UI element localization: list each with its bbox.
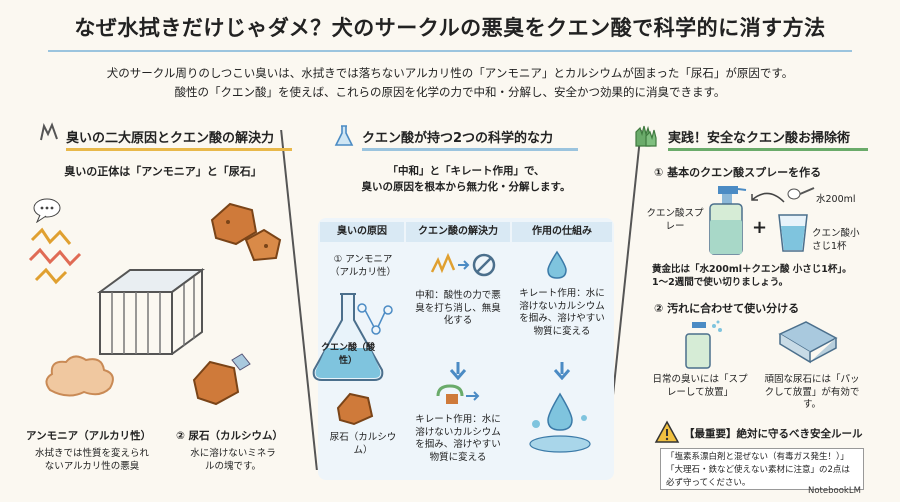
table-header-solution: クエン酸の解決力: [406, 222, 510, 242]
row1-mechanism: キレート作用：水に溶けないカルシウムを掴み、溶けやすい物質に変える: [519, 288, 605, 337]
water-splash-icon: [529, 392, 591, 453]
step2-title: ② 汚れに合わせて使い分ける: [654, 302, 800, 315]
ammonia-cloud-icon: [45, 355, 114, 397]
col1-lead: 臭いの正体は「アンモニア」と「尿石」: [64, 165, 262, 178]
citric-acid-flask-icon: [312, 293, 384, 381]
arrow-down-icon-2: [553, 362, 571, 380]
neutralize-icon: [430, 252, 496, 277]
col2-lead-2: 臭いの原因を根本から無力化・分解します。: [361, 181, 571, 193]
ammonia-desc: 水拭きでは性質を変えられないアルカリ性の悪臭: [34, 448, 149, 472]
pack-sheet-icon: [778, 321, 838, 364]
water-drop-icon: [547, 250, 567, 279]
intro-text: 犬のサークル周りのしつこい臭いは、水拭きでは落ちないアルカリ性の「アンモニア」と…: [40, 64, 860, 102]
spray-label: クエン酸スプレー: [646, 208, 704, 232]
urine-stone-icon: [210, 202, 282, 262]
step1-title: ① 基本のクエン酸スプレーを作る: [654, 166, 822, 179]
page-title: なぜ水拭きだけじゃダメ？犬のサークルの悪臭をクエン酸で科学的に消す方法: [74, 16, 826, 40]
flask-label: クエン酸（酸性）: [320, 343, 375, 366]
row2-solution: キレート作用：水に溶けないカルシウムを掴み、溶けやすい物質に変える: [415, 414, 501, 463]
stubborn-text: 頑固な尿石には「パックして放置」が有効です。: [764, 374, 860, 410]
molecule-icon: [357, 303, 393, 335]
measuring-spoon-icon: [787, 187, 815, 200]
daily-text: 日常の臭いには「スプレーして放置」: [652, 374, 748, 398]
col3-title: 実践！安全なクエン酸お掃除術: [668, 131, 851, 146]
row2-cause: 尿石（カルシウム）: [329, 432, 397, 456]
urine-stone-small-icon: [192, 353, 251, 406]
rule-title: 【最重要】絶対に守るべき安全ルール: [684, 428, 863, 440]
warning-icon: [654, 420, 680, 443]
rule-box: 「塩素系漂白剤と混ぜない（有毒ガス発生！）」「大理石・鉄など使えない素材に注意」…: [660, 448, 864, 490]
col2-lead-1: 「中和」と「キレート作用」で、: [387, 165, 545, 177]
intro-line-2: 酸性の「クエン酸」を使えば、これらの原因を化学の力で中和・分解し、安全かつ効果的…: [174, 85, 726, 99]
stone-row2-icon: [336, 392, 374, 426]
arrow-down-icon: [449, 362, 467, 380]
ammonia-title: アンモニア（アルカリ性）: [26, 430, 152, 442]
row1-solution: 中和：酸性の力で悪臭を打ち消し、無臭化する: [415, 290, 501, 326]
odor-zigzag-icon: [28, 227, 82, 285]
col3-rule: [668, 148, 868, 151]
stone-desc: 水に溶けないミネラルの塊です。: [190, 448, 276, 472]
water-label: 水200ml: [816, 194, 856, 205]
acid-label: クエン酸小さじ1杯: [812, 228, 860, 252]
col2-title: クエン酸が持つ2つの科学的な力: [362, 131, 554, 146]
ratio-text: 黄金比は「水200ml＋クエン酸 小さじ1杯」。1〜2週間で使い切りましょう。: [652, 264, 852, 288]
chelate-icon: [436, 384, 480, 404]
flow-arrow-icon: [751, 192, 785, 203]
gloves-icon: [635, 125, 657, 147]
spray-bottle-icon: [709, 186, 747, 255]
title-rule: [48, 50, 852, 52]
col1-title: 臭いの二大原因とクエン酸の解決力: [66, 131, 275, 146]
dog-cage-icon: [96, 268, 206, 355]
notebooklm-logo: NotebookLM: [808, 486, 861, 496]
stone-title: ② 尿石（カルシウム）: [176, 430, 284, 442]
row1-cause: ① アンモニア（アルカリ性）: [329, 254, 397, 278]
flask-icon: [334, 125, 354, 146]
table-header-cause: 臭いの原因: [320, 222, 404, 242]
col2-rule: [362, 148, 578, 151]
speech-bubble-icon: [33, 198, 61, 223]
table-header-mechanism: 作用の仕組み: [512, 222, 612, 242]
plus-sign: +: [752, 217, 768, 238]
spray-small-icon: [685, 320, 722, 369]
intro-line-1: 犬のサークル周りのしつこい臭いは、水拭きでは落ちないアルカリ性の「アンモニア」と…: [106, 66, 794, 80]
col1-rule: [66, 148, 292, 151]
ammonia-icon: [40, 122, 58, 141]
water-glass-icon: [778, 214, 808, 252]
